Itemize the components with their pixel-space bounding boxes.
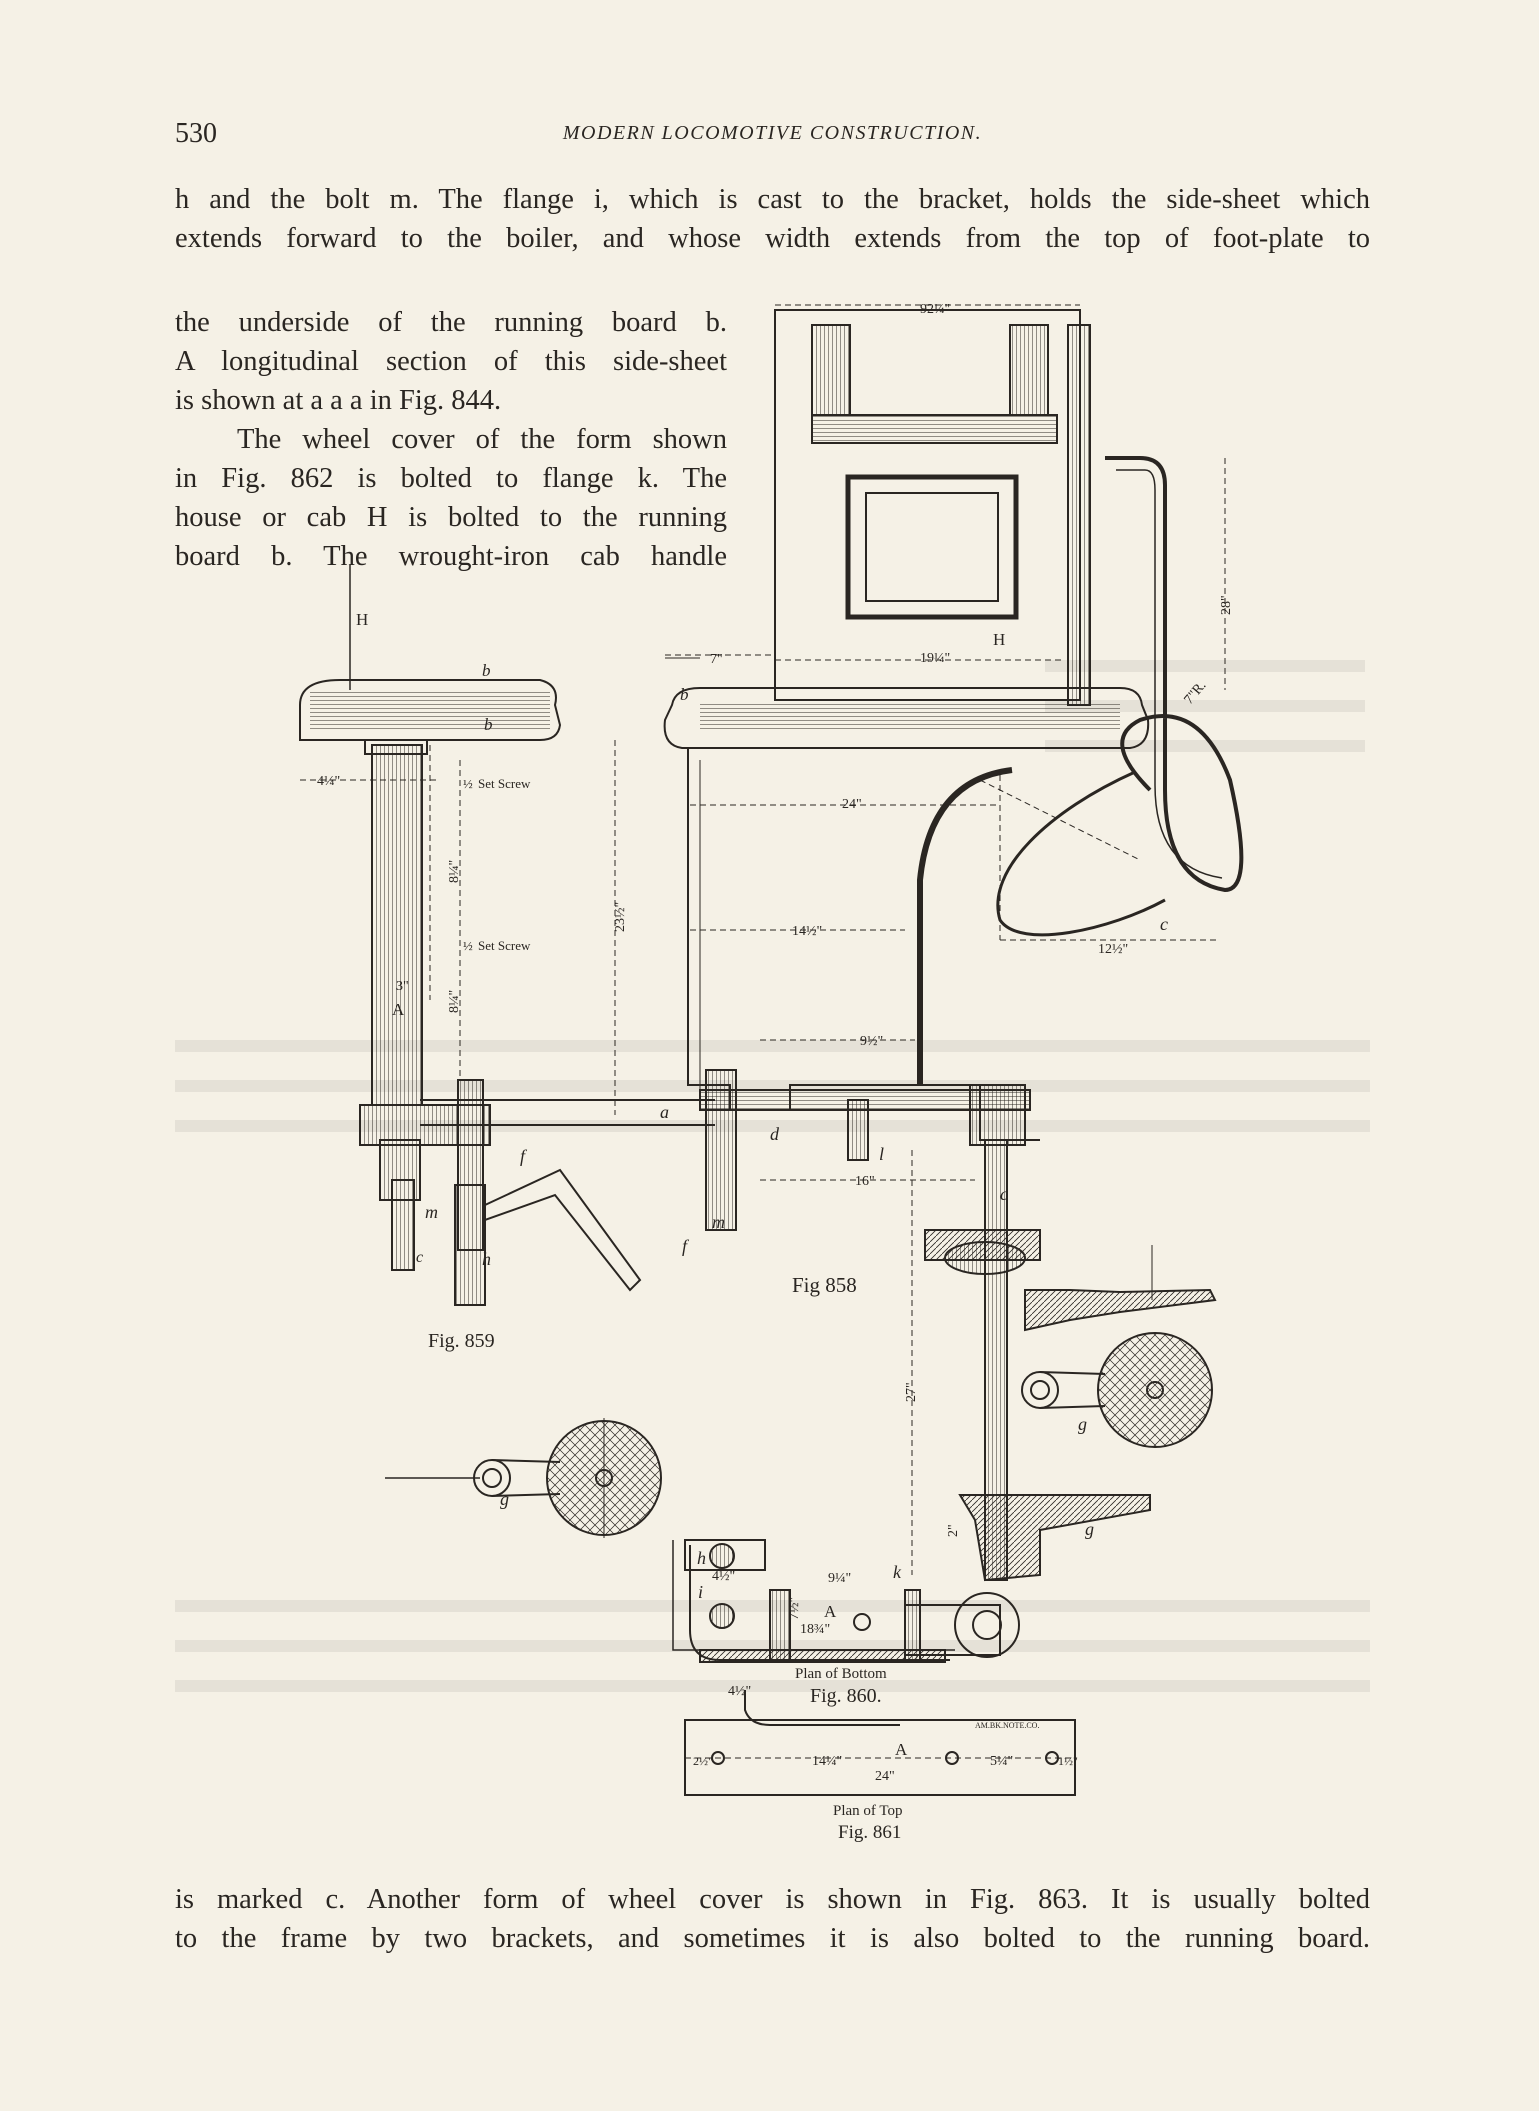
fig-861-drawing [684, 1690, 1076, 1796]
fig-861-label: Fig. 861 [838, 1822, 901, 1843]
text-line: the underside of the running board b. [175, 307, 727, 338]
dim: 4¼" [317, 774, 340, 789]
label-A: A [824, 1602, 837, 1621]
text-line: to the frame by two brackets, and someti… [175, 1923, 1370, 1954]
text-line: board b. The wrought-iron cab handle [175, 541, 727, 572]
dim: 27" [904, 1382, 919, 1402]
dim: 7"R. [1182, 678, 1210, 707]
fig-859-drawing [299, 565, 715, 1306]
fig-860-caption: Plan of Bottom [795, 1666, 887, 1682]
label-i: i [698, 1582, 703, 1602]
dim: 8¼" [447, 990, 462, 1013]
dim: 1½" [1058, 1754, 1078, 1768]
label-m: m [425, 1202, 438, 1222]
label-l: l [879, 1144, 884, 1164]
text-line: extends forward to the boiler, and whose… [175, 223, 1370, 254]
dim: 23½" [613, 902, 628, 932]
label-A: A [895, 1740, 908, 1759]
hub-detail-left [385, 1418, 662, 1538]
dim: 28" [1219, 595, 1234, 615]
label-g: g [1085, 1519, 1094, 1539]
fig-858-label: Fig 858 [792, 1273, 857, 1297]
fig-860-drawing [672, 1539, 1020, 1663]
set-screw-fraction: ½ [463, 776, 473, 791]
dim: 19¼" [920, 651, 950, 666]
label-k: k [893, 1562, 902, 1582]
label-c: c [1160, 914, 1168, 934]
label-f: f [682, 1236, 690, 1256]
label-g: g [500, 1489, 509, 1509]
paragraph-left-column: the underside of the running board b. A … [175, 303, 727, 576]
label-a: a [660, 1102, 669, 1122]
dim: 24" [842, 797, 862, 812]
label-H-section: H [356, 610, 368, 629]
text-line: A longitudinal section of this side-shee… [175, 346, 727, 377]
fig-858-drawing [663, 304, 1244, 1582]
label-f: f [520, 1146, 528, 1166]
dim: 8¼" [447, 860, 462, 883]
fig-860-label: Fig. 860. [810, 1685, 882, 1707]
paragraph-top: h and the bolt m. The flange i, which is… [175, 180, 1370, 258]
fig-861-caption: Plan of Top [833, 1803, 903, 1819]
running-title: MODERN LOCOMOTIVE CONSTRUCTION. [562, 122, 983, 144]
label-A: A [392, 1000, 405, 1019]
text-line: is shown at a a a in Fig. 844. [175, 385, 502, 416]
page-number: 530 [175, 118, 217, 149]
text-line: is marked c. Another form of wheel cover… [175, 1884, 1370, 1915]
text-line: h and the bolt m. The flange i, which is… [175, 184, 1370, 215]
dim: 5¼" [990, 1754, 1013, 1769]
dim: 14¼" [812, 1754, 842, 1769]
dim: 7½" [787, 1597, 802, 1620]
dim: 3" [396, 979, 409, 994]
page-header: 530 MODERN LOCOMOTIVE CONSTRUCTION. [175, 118, 1370, 158]
dim: 12½" [1098, 942, 1128, 957]
engraver-mark: AM.BK.NOTE.CO. [975, 1721, 1039, 1730]
label-m: m [712, 1212, 725, 1232]
dim: 14½" [792, 924, 822, 939]
label-g: g [1078, 1414, 1087, 1434]
fig-859-label: Fig. 859 [428, 1330, 495, 1352]
set-screw-label: Set Screw [478, 938, 531, 953]
dim: 4½" [712, 1569, 735, 1584]
set-screw-label: Set Screw [478, 776, 531, 791]
dim: 2" [946, 1524, 961, 1537]
label-b: b [484, 715, 493, 734]
text-line: house or cab H is bolted to the running [175, 502, 727, 533]
dim: 16" [855, 1174, 875, 1189]
set-screw-fraction: ½ [463, 938, 473, 953]
dim: 2½" [693, 1754, 713, 1768]
label-b: b [482, 661, 491, 680]
hub-detail-right [1021, 1245, 1217, 1448]
dim: 7" [710, 652, 723, 667]
label-h: h [697, 1548, 706, 1568]
label-d: d [770, 1124, 780, 1144]
text-line: in Fig. 862 is bolted to flange k. The [175, 463, 727, 494]
label-h: h [482, 1249, 491, 1269]
dim: 18¾" [800, 1622, 830, 1637]
dim: 92¼" [920, 302, 950, 317]
dim: 4½" [728, 1684, 751, 1699]
text-line: The wheel cover of the form shown [237, 424, 727, 455]
label-b: b [680, 685, 689, 704]
dim: 9¼" [828, 1571, 851, 1586]
label-H-cab: H [993, 630, 1005, 649]
label-c: c [416, 1249, 423, 1266]
dim: 9½" [860, 1034, 883, 1049]
label-c: c [1000, 1184, 1008, 1204]
paragraph-bottom: is marked c. Another form of wheel cover… [175, 1880, 1370, 1958]
dim: 24" [875, 1769, 895, 1784]
